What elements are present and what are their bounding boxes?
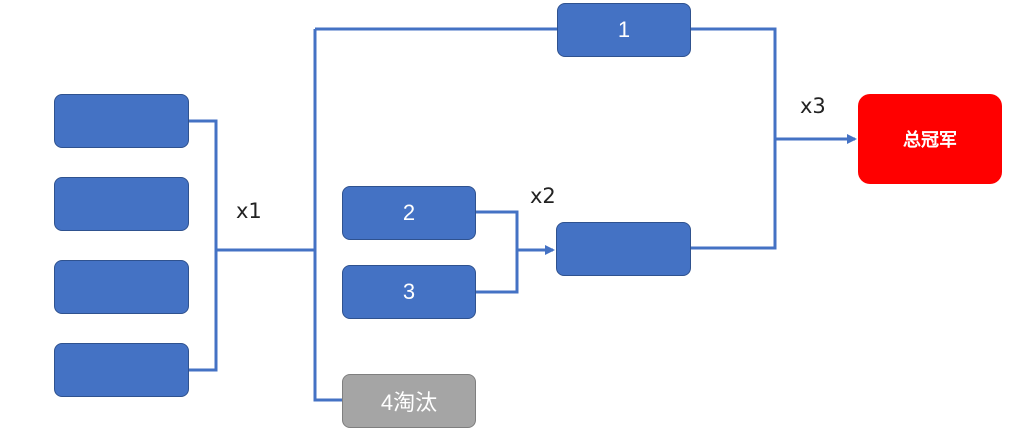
group-a-bracket bbox=[189, 119, 218, 372]
trunk-line bbox=[313, 29, 342, 402]
final-bracket bbox=[690, 27, 777, 250]
group-a-box-1 bbox=[54, 94, 189, 148]
multiplier-x1-label: x1 bbox=[236, 199, 262, 223]
semi-winner-box bbox=[556, 222, 691, 276]
group-a-box-2 bbox=[54, 177, 189, 231]
multiplier-x2-label: x2 bbox=[530, 184, 556, 208]
multiplier-x3-label: x3 bbox=[800, 94, 826, 118]
eliminated-box: 4淘汰 bbox=[342, 374, 476, 428]
group-a-box-3 bbox=[54, 260, 189, 314]
group-a-box-4 bbox=[54, 343, 189, 397]
seed-bracket bbox=[476, 210, 519, 294]
seed-3-box: 3 bbox=[342, 265, 476, 319]
champion-box: 总冠军 bbox=[858, 94, 1002, 184]
top-seed-box: 1 bbox=[557, 3, 691, 57]
seed-2-box: 2 bbox=[342, 186, 476, 240]
